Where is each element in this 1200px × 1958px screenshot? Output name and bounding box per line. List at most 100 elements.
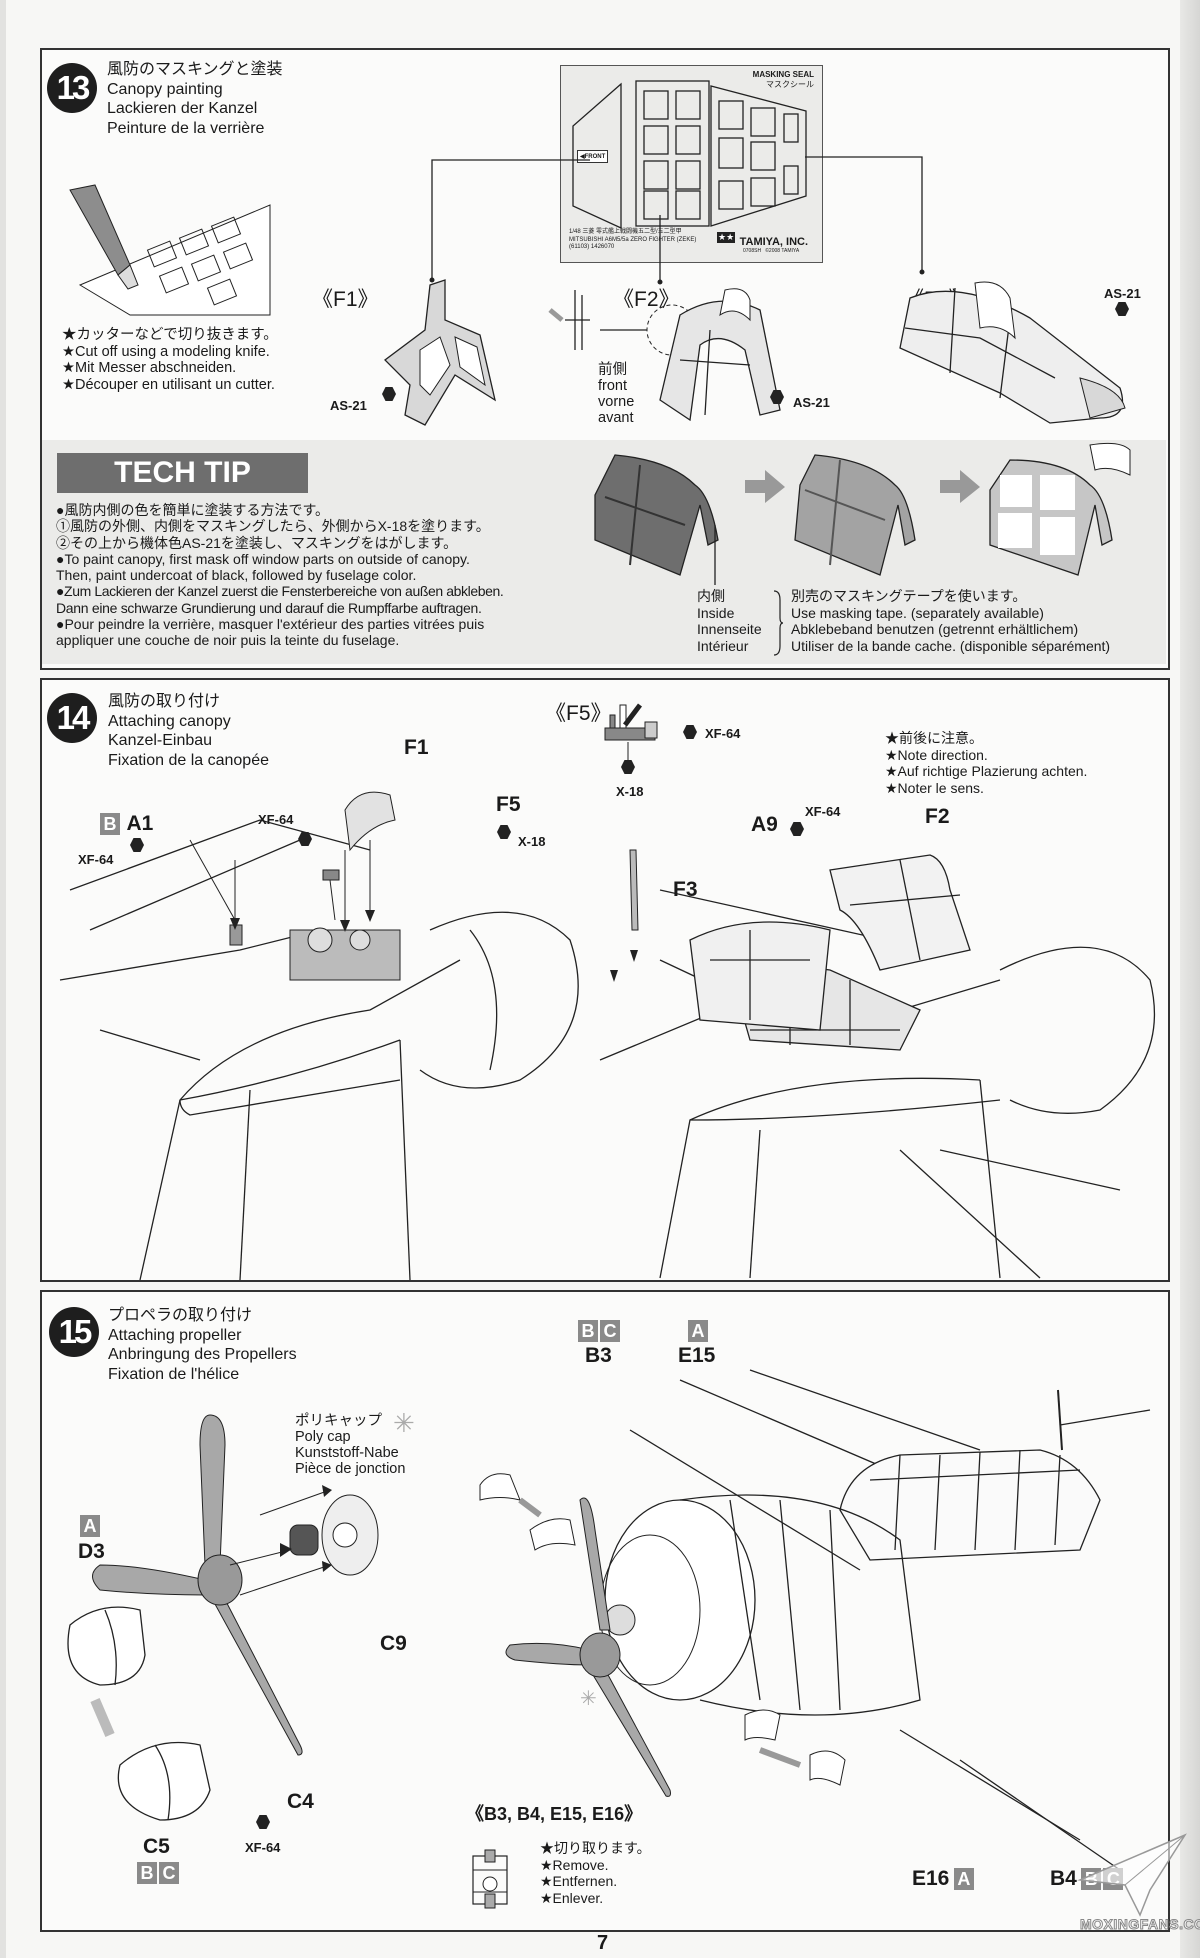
seal-copyright: ©2008 TAMIYA (765, 248, 800, 254)
paint-hex-icon (382, 387, 396, 401)
masking-seal-title: MASKING SEAL マスクシール (753, 70, 814, 90)
part-b4-label: B4 (1050, 1867, 1077, 1890)
d3-badge: A (80, 1515, 102, 1537)
propeller-assembly-illustration (67, 1414, 379, 1821)
kit-line-2: MITSUBISHI A6M5/5a ZERO FIGHTER (ZEKE) (569, 236, 697, 243)
watermark-text: MOXINGFANS.COM (1080, 1916, 1200, 1933)
sprue-gate-icon (472, 1849, 508, 1909)
engine-propeller-illustration: ✳ (479, 1369, 1151, 1871)
remove-notes: ★切り取ります。 ★Remove. ★Entfernen. ★Enlever. (540, 1840, 651, 1906)
part-f1-label: F1 (404, 736, 429, 759)
tape-note-en: Use masking tape. (separately available) (791, 604, 1044, 621)
title-ja: 風防の取り付け (108, 693, 221, 710)
a1-label: B A1 (100, 812, 153, 836)
step-14-panel (40, 678, 1170, 1282)
direction-note-ja: ★前後に注意。 (885, 730, 983, 746)
f3-paint-label: AS-21 (1104, 286, 1141, 301)
paint-hex-icon (497, 825, 511, 839)
remove-note-de: ★Entfernen. (540, 1873, 618, 1889)
page-edge-left (0, 0, 6, 1958)
masking-seal-shapes (572, 80, 807, 230)
direction-note-de: ★Auf richtige Plazierung achten. (885, 763, 1088, 779)
part-a9-label: A9 (751, 813, 778, 836)
part-c4-label: C4 (287, 1790, 314, 1813)
masking-seal-sheet: MASKING SEAL マスクシール ◀FRONT 1/48 三菱 零式艦上戦… (560, 65, 823, 263)
inside-label-en: Inside (697, 604, 735, 621)
step-13-number: 13 (47, 63, 97, 113)
canopy-gray (794, 454, 916, 576)
title-ja: 風防のマスキングと塗装 (107, 61, 283, 78)
step-14-number: 14 (47, 693, 97, 743)
inside-label-fr: Intérieur (697, 637, 749, 654)
page-number: 7 (597, 1932, 609, 1954)
part-a1-label: A1 (126, 812, 154, 835)
tech-tip-title: TECH TIP (57, 453, 308, 493)
part-c9-label: C9 (380, 1632, 407, 1655)
seal-code: 0708SH (743, 248, 762, 254)
canopy-unmasked (989, 442, 1131, 576)
kit-line-3: (61103) 1426070 (569, 244, 615, 250)
seal-title-en: MASKING SEAL (752, 70, 814, 79)
canopy-f1-illustration (384, 279, 496, 426)
part-f5-label: F5 (496, 793, 521, 816)
tech-tip-canopy-sequence (594, 442, 1131, 585)
sprue-badge-a: A (688, 1320, 708, 1342)
inside-label-de: Innenseite (697, 621, 762, 637)
paint-hex-icon (130, 838, 144, 852)
poly-cap-icon: ✳ (393, 1408, 415, 1438)
paint-hex-icon (256, 1815, 270, 1829)
f5-detail-paint-2: X-18 (616, 784, 644, 799)
brand-name: TAMIYA, INC. (739, 236, 809, 248)
tech-tip-line: Then, paint undercoat of black, followed… (56, 567, 417, 584)
cut-notes: ★カッターなどで切り抜きます。 ★Cut off using a modelin… (62, 327, 278, 393)
tape-note-de: Abklebeband benutzen (getrennt erhältlic… (791, 621, 1079, 637)
c4-paint-label: XF-64 (245, 1840, 281, 1855)
kit-line-1: 1/48 三菱 零式艦上戦闘機五二型/五二型甲 (569, 229, 682, 235)
part-b3-label: B3 (585, 1344, 612, 1367)
fuselage-left-illustration (59, 791, 579, 1281)
canopy-f2-illustration (548, 288, 781, 422)
cut-note-ja: ★カッターなどで切り抜きます。 (62, 327, 278, 343)
poly-cap-ja: ポリキャップ (295, 1413, 382, 1429)
watermark-paper-plane-logo (1077, 1833, 1187, 1917)
step-15-number: 15 (49, 1307, 99, 1357)
tech-tip-line: ①風防の外側、内側をマスキングしたら、外側からX-18を塗ります。 (56, 518, 490, 535)
tape-note-ja: 別売のマスキングテープを使います。 (791, 588, 1027, 604)
brace-icon (773, 590, 784, 656)
tamiya-stars-icon: ★★ (717, 232, 736, 243)
tech-tip-line: ●風防内側の色を簡単に塗装する方法です。 (56, 502, 330, 518)
inside-labels: 内側 Inside Innenseite Intérieur (697, 588, 762, 654)
step-15-title: プロペラの取り付け Attaching propeller Anbringung… (108, 1306, 297, 1384)
sprue-badge-c: C (159, 1862, 179, 1884)
direction-notes: ★前後に注意。 ★Note direction. ★Auf richtige P… (885, 730, 1087, 796)
a9-paint-label: XF-64 (805, 804, 841, 819)
cut-note-en: ★Cut off using a modeling knife. (62, 343, 270, 360)
title-en: Canopy painting (107, 80, 223, 98)
tech-tip-line: Dann eine schwarze Grundierung und darau… (56, 599, 482, 616)
tape-notes: 別売のマスキングテープを使います。 Use masking tape. (sep… (791, 588, 1110, 654)
remove-note-en: ★Remove. (540, 1856, 609, 1873)
title-fr: Fixation de l'hélice (108, 1365, 240, 1383)
part-d3-label: D3 (78, 1540, 105, 1563)
front-note-en: front (598, 378, 628, 394)
title-en: Attaching canopy (108, 712, 231, 730)
front-note-fr: avant (598, 410, 634, 426)
tech-tip-text: ●風防内側の色を簡単に塗装する方法です。 ①風防の外側、内側をマスキングしたら、… (56, 502, 504, 649)
f2-paint-label: AS-21 (793, 395, 830, 410)
front-note-de: vorne (598, 394, 635, 410)
part-c5-label: C5 (143, 1835, 170, 1858)
f5-detail-illustration (604, 703, 658, 760)
part-f3-label: F3 (673, 878, 698, 901)
title-en: Attaching propeller (108, 1326, 242, 1344)
front-note-ja: 前側 (598, 362, 627, 378)
part-f5 (322, 869, 340, 881)
e15-badge: A (688, 1320, 710, 1342)
svg-text:✳: ✳ (580, 1688, 597, 1710)
remove-title: 《B3, B4, E15, E16》 (466, 1804, 643, 1824)
part-f2-label: F2 (925, 805, 950, 828)
poly-cap-fr: Pièce de jonction (295, 1461, 406, 1477)
canopy-f3-illustration (899, 281, 1126, 424)
f5-paint-label: X-18 (518, 834, 546, 849)
sprue-badge-a: A (953, 1868, 974, 1890)
